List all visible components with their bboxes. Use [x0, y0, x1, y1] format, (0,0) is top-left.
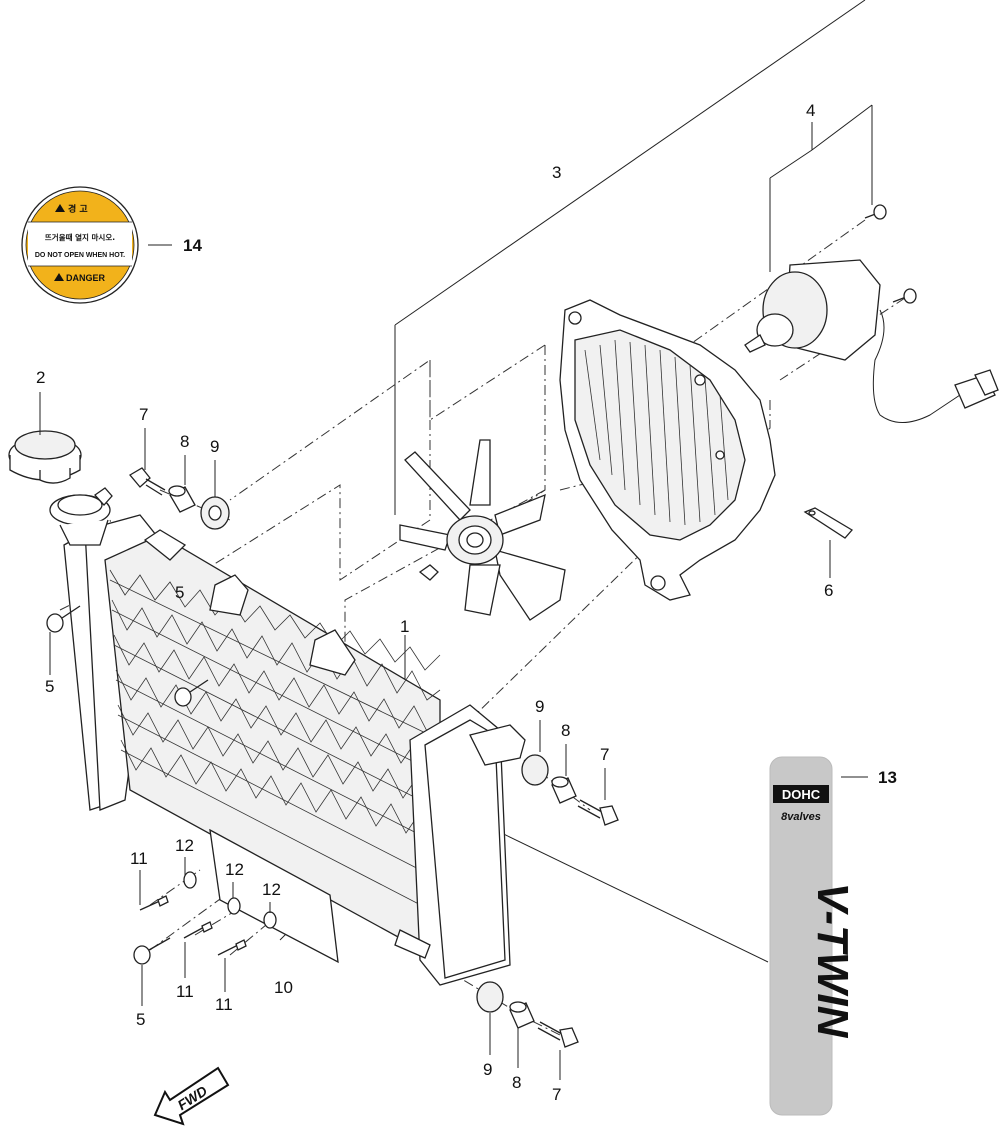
- part-number-3: 3: [552, 163, 561, 182]
- bolt-7-mid: [577, 799, 619, 826]
- part-number-11-b: 11: [176, 982, 194, 1001]
- grommet-9-top: [200, 496, 230, 530]
- part-number-7-mid: 7: [600, 745, 609, 764]
- collar-8-bottom: [509, 1001, 535, 1029]
- part-number-11-a: 11: [130, 849, 148, 868]
- part-number-5-mid: 5: [175, 583, 184, 602]
- number-leaders: [39, 392, 831, 1080]
- warning-label-top: 경 고: [68, 203, 88, 215]
- screw-5-bottom: [133, 937, 171, 965]
- part-number-8-bottom: 8: [512, 1073, 521, 1092]
- part-number-14: 14: [183, 236, 202, 255]
- bolt-7-top: [129, 467, 166, 496]
- part-number-9-bottom: 9: [483, 1060, 492, 1079]
- washer-12-a: [183, 871, 197, 889]
- rivet-11-a: [139, 895, 169, 911]
- part-number-6: 6: [824, 581, 833, 600]
- rivet-11-b: [183, 921, 213, 939]
- part-number-9-mid: 9: [535, 697, 544, 716]
- radiator-fins: [109, 569, 441, 916]
- part-number-4: 4: [806, 101, 815, 120]
- part-number-7-top: 7: [139, 405, 148, 424]
- collar-8-mid: [551, 776, 577, 804]
- fwd-arrow: FWD: [153, 1066, 230, 1126]
- part-number-9-top: 9: [210, 437, 219, 456]
- wire-clip: [803, 507, 854, 539]
- fan-shroud: [559, 299, 776, 601]
- part-number-12-c: 12: [262, 880, 281, 899]
- collar-8-top: [168, 485, 196, 513]
- motor-screw-top: [864, 204, 887, 220]
- part-number-10: 10: [274, 978, 293, 997]
- warning-triangle-icon: [55, 204, 65, 212]
- radiator-cap: [8, 430, 82, 484]
- rivet-11-c: [217, 939, 247, 956]
- part-number-12-b: 12: [225, 860, 244, 879]
- warning-label-bottom: DANGER: [66, 273, 106, 283]
- warning-label: 경 고 뜨거울때 열지 마시오. DO NOT OPEN WHEN HOT. D…: [21, 186, 139, 304]
- part-number-5-bottom: 5: [136, 1010, 145, 1029]
- screws: [46, 204, 917, 1048]
- washer-12-c: [263, 911, 277, 929]
- washer-12-b: [227, 897, 241, 915]
- fwd-arrow-icon: [153, 1066, 230, 1126]
- part-number-5-left: 5: [45, 677, 54, 696]
- grommet-9-mid: [521, 754, 549, 786]
- v-twin-decal: DOHC 8valves V-TWIN: [769, 756, 857, 1116]
- part-number-7-bottom: 7: [552, 1085, 561, 1104]
- part-number-13: 13: [878, 768, 897, 787]
- decal-logo: V-TWIN: [808, 883, 857, 1039]
- warning-label-line2: DO NOT OPEN WHEN HOT.: [35, 252, 125, 259]
- radiator-core: [63, 514, 526, 986]
- warning-label-line1: 뜨거울때 열지 마시오.: [45, 232, 115, 242]
- part-number-11-c: 11: [215, 995, 233, 1014]
- danger-triangle-icon: [54, 273, 64, 281]
- dohc-badge: [773, 785, 829, 803]
- grommet-9-bottom: [476, 981, 504, 1013]
- part-number-8-mid: 8: [561, 721, 570, 740]
- decal-sub: 8valves: [781, 811, 821, 823]
- screw-5-mid: [174, 679, 209, 707]
- filler-neck: [49, 487, 113, 546]
- fan-blades: [399, 439, 566, 621]
- screw-5-left: [46, 605, 81, 633]
- part-number-2: 2: [36, 368, 45, 387]
- part-number-12-a: 12: [175, 836, 194, 855]
- part-number-8-top: 8: [180, 432, 189, 451]
- fan-motor: [744, 259, 999, 423]
- motor-screw-right: [892, 288, 917, 304]
- bolt-7-bottom: [537, 1021, 579, 1048]
- part-number-1: 1: [400, 617, 409, 636]
- part-numbers: 1 2 3 4 5 5 5 6 7 7 7 8 8 8 9 9 9 10 11 …: [36, 101, 897, 1104]
- decal-badge: DOHC: [782, 787, 821, 802]
